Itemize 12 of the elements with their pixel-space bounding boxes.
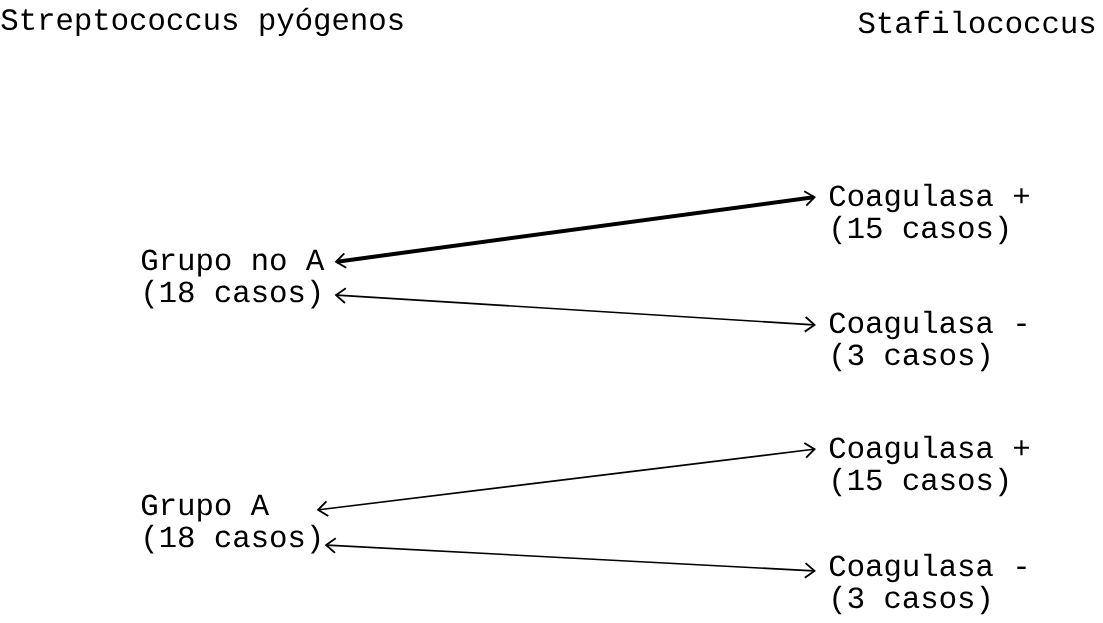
node-text: Coagulasa - (3 casos)	[829, 553, 1026, 615]
node-text: Coagulasa + (15 casos)	[829, 183, 1029, 245]
arrow	[324, 537, 816, 579]
arrow	[316, 442, 816, 517]
column-heading: Streptococcus pyógenos	[1, 7, 403, 37]
column-heading: Stafilococcus	[858, 10, 1095, 34]
arrow	[334, 190, 816, 269]
node-text: Grupo no A (18 casos)	[141, 249, 325, 309]
node-text: Coagulasa + (15 casos)	[829, 435, 1029, 497]
node-text: Grupo A (18 casos)	[141, 494, 320, 554]
node-text: Coagulasa - (3 casos)	[829, 310, 1026, 372]
arrow	[334, 287, 816, 333]
